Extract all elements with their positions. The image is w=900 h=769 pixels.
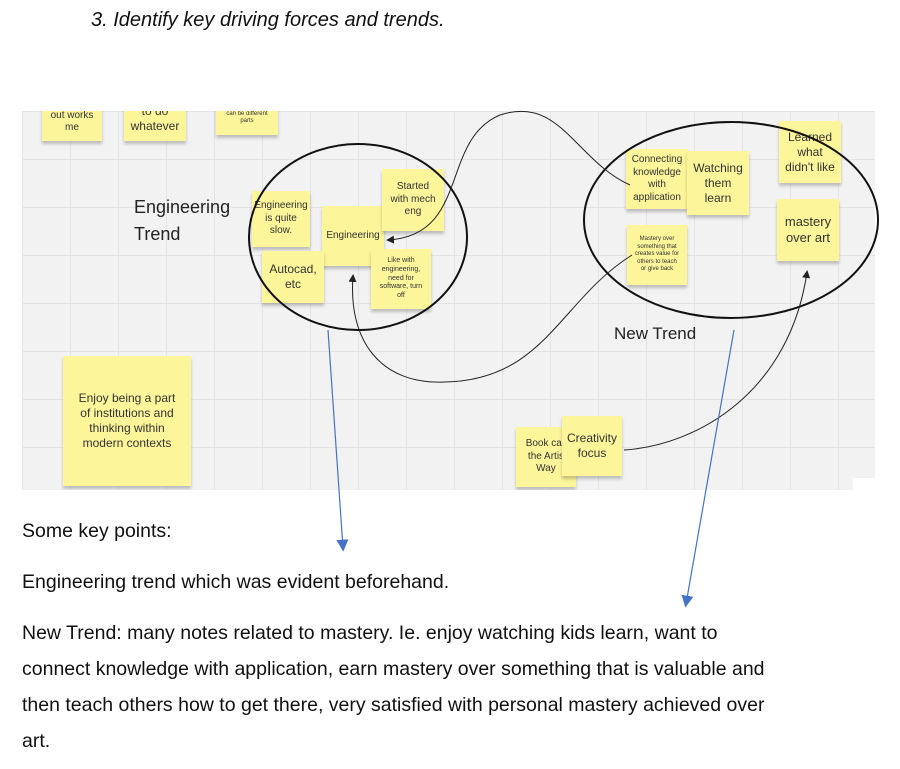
sticky-note-autocad[interactable]: Autocad, etc (262, 251, 324, 303)
new-trend-line-4: art. (22, 730, 51, 752)
whiteboard[interactable]: out works me to do whatever can be diffe… (22, 111, 875, 490)
sticky-note-different-parts[interactable]: can be different parts (216, 111, 278, 135)
sticky-note-whatever[interactable]: to do whatever (124, 111, 186, 141)
sticky-note-engineering-slow[interactable]: Engineering is quite slow. (252, 191, 310, 247)
key-points-heading: Some key points: (22, 520, 172, 542)
new-trend-line-1: New Trend: many notes related to mastery… (22, 622, 718, 644)
new-trend-label: New Trend (614, 324, 697, 343)
sticky-note-mastery-art[interactable]: mastery over art (777, 199, 839, 261)
engineering-trend-label: Engineering Trend (134, 197, 231, 244)
sticky-note-mastery-value[interactable]: Mastery over something that creates valu… (627, 225, 687, 285)
sticky-note-institutions[interactable]: Enjoy being a part of institutions and t… (63, 356, 191, 486)
section-heading: 3. Identify key driving forces and trend… (91, 9, 445, 31)
engineering-trend-point: Engineering trend which was evident befo… (22, 571, 450, 593)
sticky-note-creativity[interactable]: Creativity focus (562, 416, 622, 476)
sticky-note-like-engineering[interactable]: Like with engineering, need for software… (371, 249, 431, 309)
sticky-note-out-works[interactable]: out works me (42, 111, 102, 141)
sticky-note-connecting[interactable]: Connecting knowledge with application (626, 149, 688, 209)
sticky-note-watching[interactable]: Watching them learn (687, 151, 749, 215)
sticky-note-started-mech[interactable]: Started with mech eng (382, 169, 444, 231)
sticky-note-learned[interactable]: Learned what didn't like (779, 121, 841, 183)
board-corner-gap (853, 478, 875, 492)
new-trend-line-3: then teach others how to get there, very… (22, 694, 765, 716)
new-trend-line-2: connect knowledge with application, earn… (22, 658, 765, 680)
